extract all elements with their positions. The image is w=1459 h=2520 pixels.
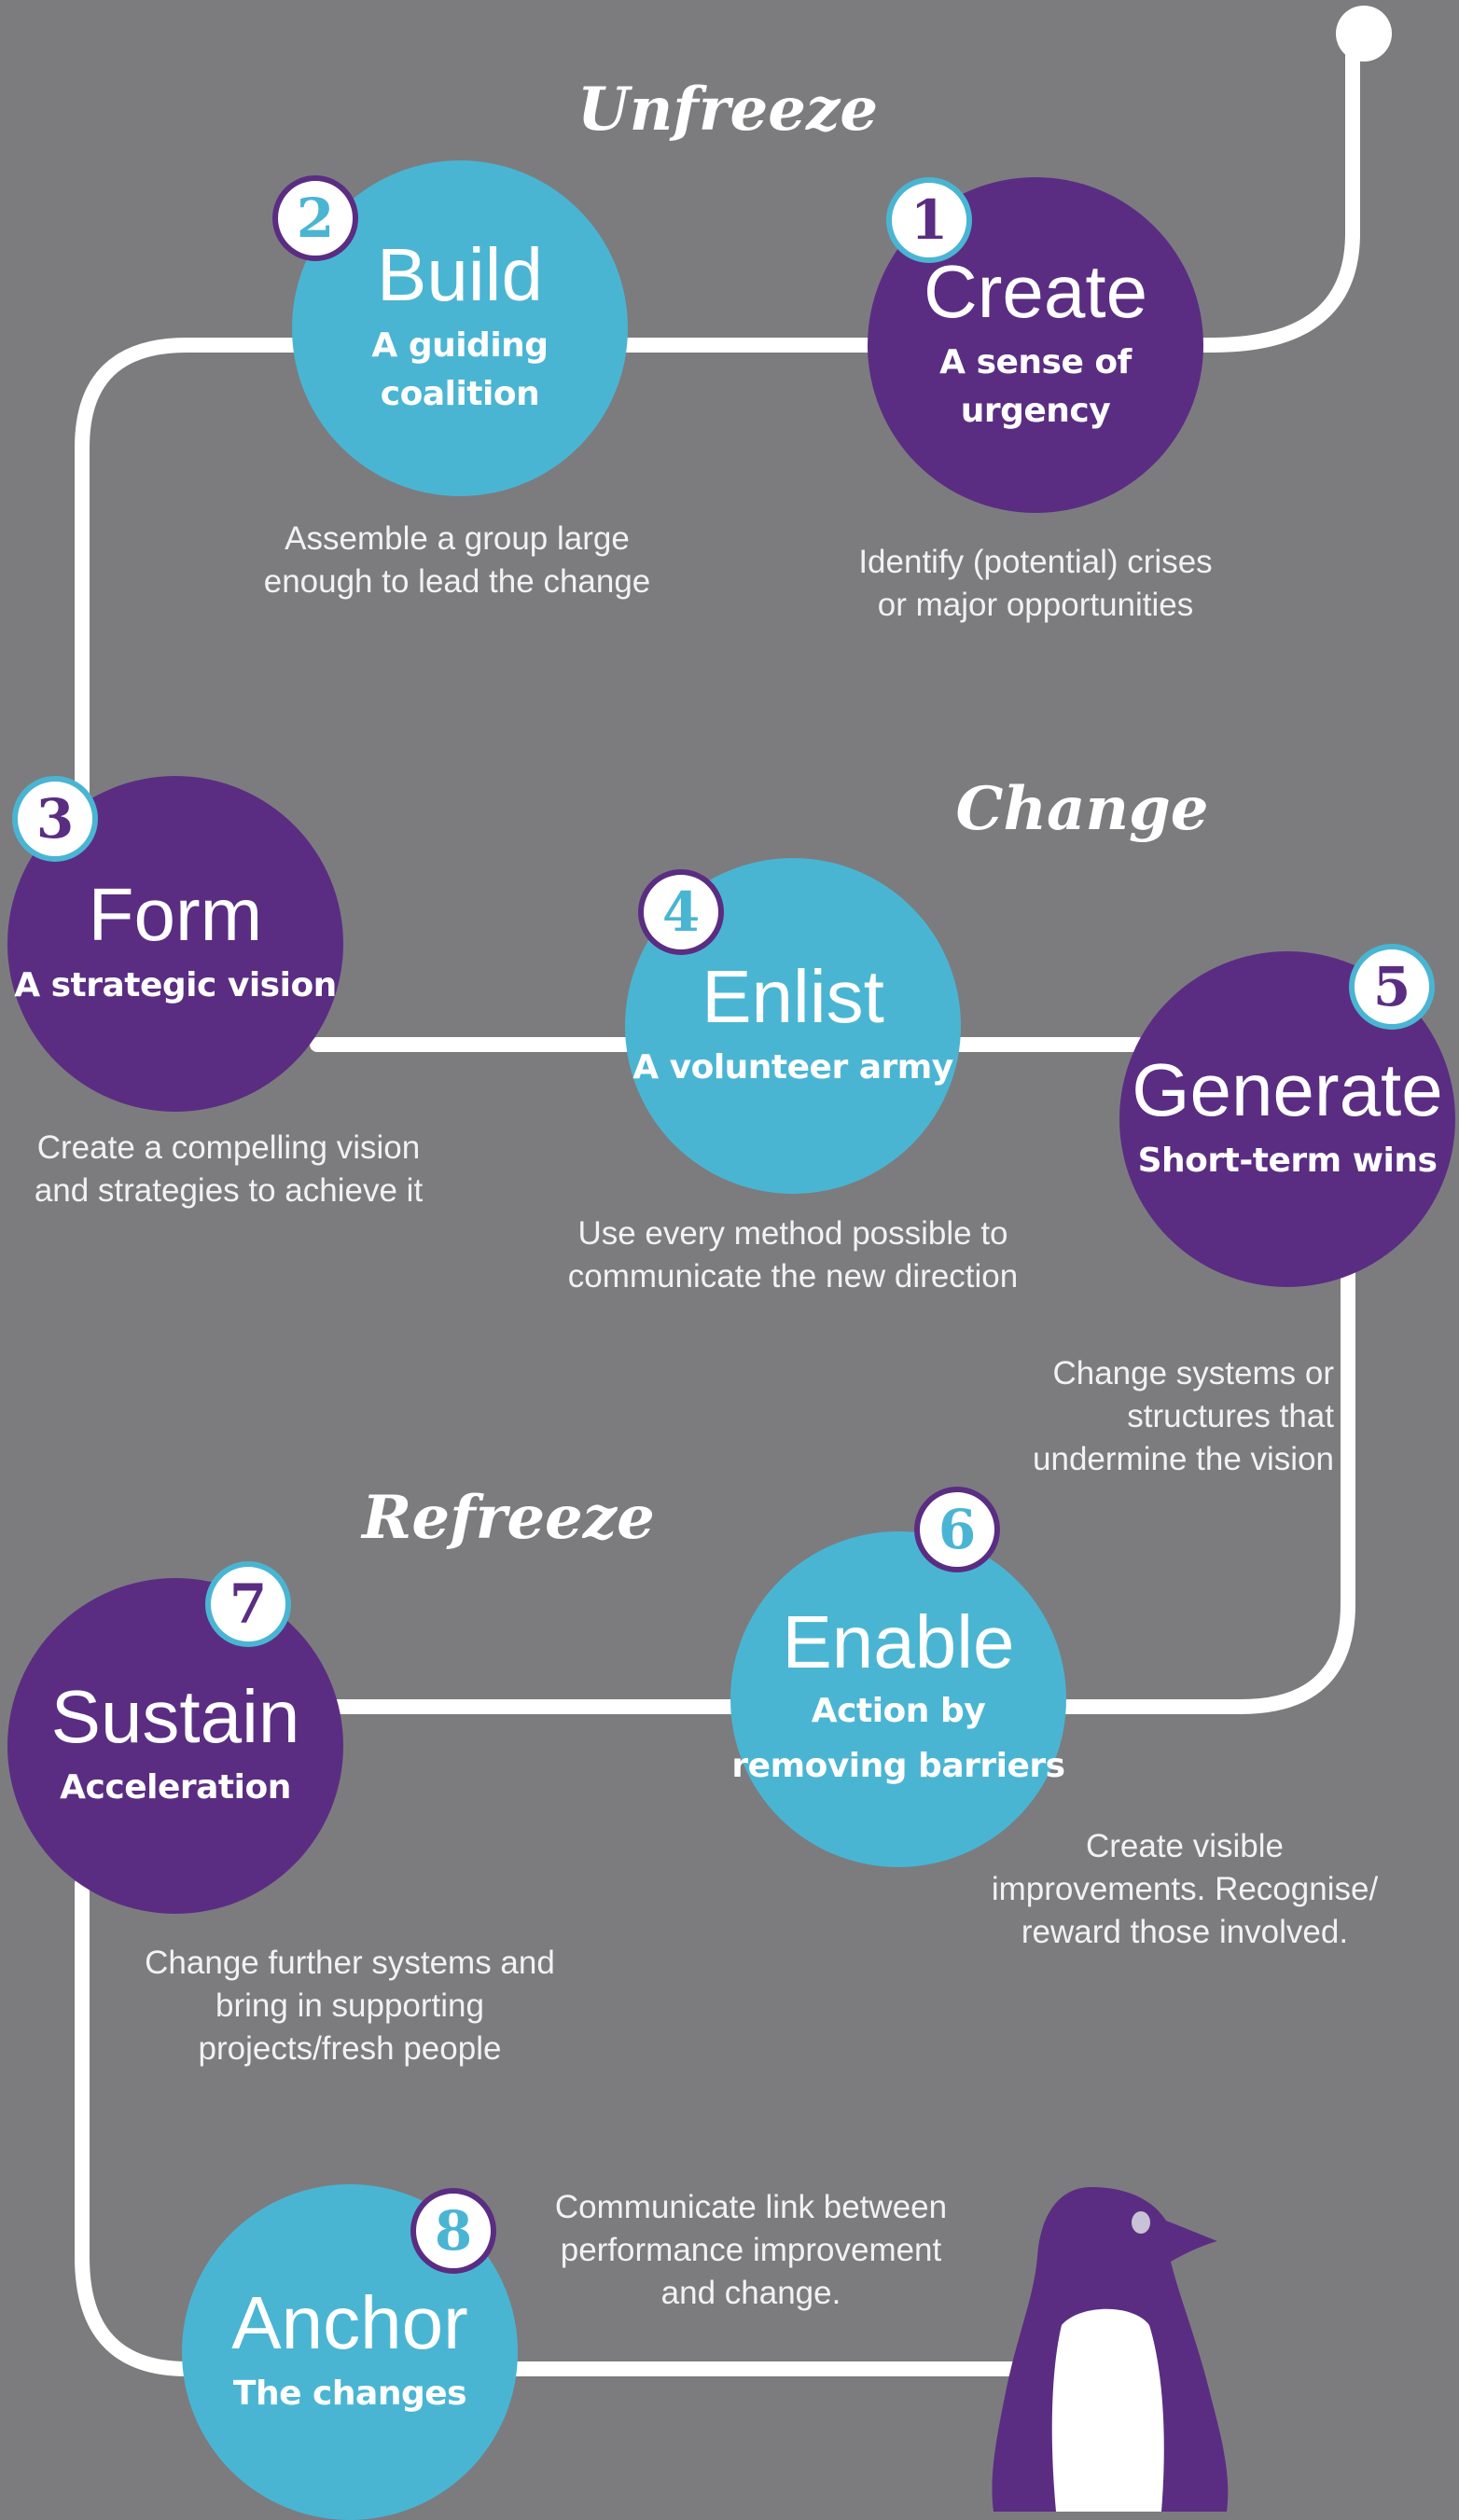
- step-subtitle: A volunteer army: [632, 1047, 953, 1087]
- step-number-badge: 6: [914, 1487, 1000, 1572]
- step-description: Identify (potential) crises or major opp…: [858, 544, 1213, 623]
- step-description: Use every method possible to communicate…: [567, 1215, 1019, 1295]
- step-title: Generate: [1132, 1047, 1443, 1131]
- step-number-badge: 8: [410, 2188, 496, 2274]
- step-title: Sustain: [50, 1674, 300, 1758]
- step-subtitle: Action by removing barriers: [731, 1691, 1065, 1785]
- step-description: Change systems or structures that underm…: [1033, 1355, 1334, 1477]
- step-number-badge: 7: [205, 1561, 291, 1647]
- step-title: Anchor: [231, 2280, 468, 2364]
- step-description: Assemble a group large enough to lead th…: [263, 520, 651, 600]
- step-subtitle: Acceleration: [60, 1767, 291, 1807]
- step-description: Communicate link between performance imp…: [554, 2189, 948, 2311]
- step-subtitle: A strategic vision: [14, 965, 337, 1004]
- step-subtitle: Short-term wins: [1137, 1141, 1438, 1180]
- step-number-badge: 4: [638, 869, 724, 955]
- step-number-badge: 3: [12, 776, 98, 862]
- step-description: Create a compelling vision and strategie…: [34, 1129, 424, 1209]
- step-number-badge: 1: [886, 177, 972, 263]
- step-subtitle: A sense of urgency: [939, 342, 1132, 430]
- step-subtitle: A guiding coalition: [371, 325, 549, 413]
- step-title: Enable: [782, 1599, 1015, 1683]
- step-number-badge: 5: [1349, 944, 1435, 1030]
- step-circle-sustain: Sustain Acceleration: [7, 1578, 343, 1914]
- phase-label-unfreeze: Unfreeze: [577, 75, 879, 145]
- step-title: Form: [88, 872, 263, 956]
- step-title: Build: [377, 232, 543, 316]
- step-circle-create: Create A sense of urgency: [868, 177, 1203, 513]
- step-number-badge: 2: [272, 175, 358, 261]
- phase-label-refreeze: Refreeze: [362, 1483, 655, 1553]
- phase-label-change: Change: [955, 774, 1209, 844]
- step-subtitle: The changes: [232, 2374, 467, 2413]
- step-description: Change further systems and bring in supp…: [145, 1945, 555, 2067]
- penguin-icon: [992, 2187, 1229, 2512]
- step-title: Create: [923, 249, 1148, 333]
- step-circle-enable: Enable Action by removing barriers: [730, 1531, 1066, 1867]
- step-title: Enlist: [702, 954, 884, 1038]
- step-description: Create visible improvements. Recognise/ …: [991, 1828, 1379, 1950]
